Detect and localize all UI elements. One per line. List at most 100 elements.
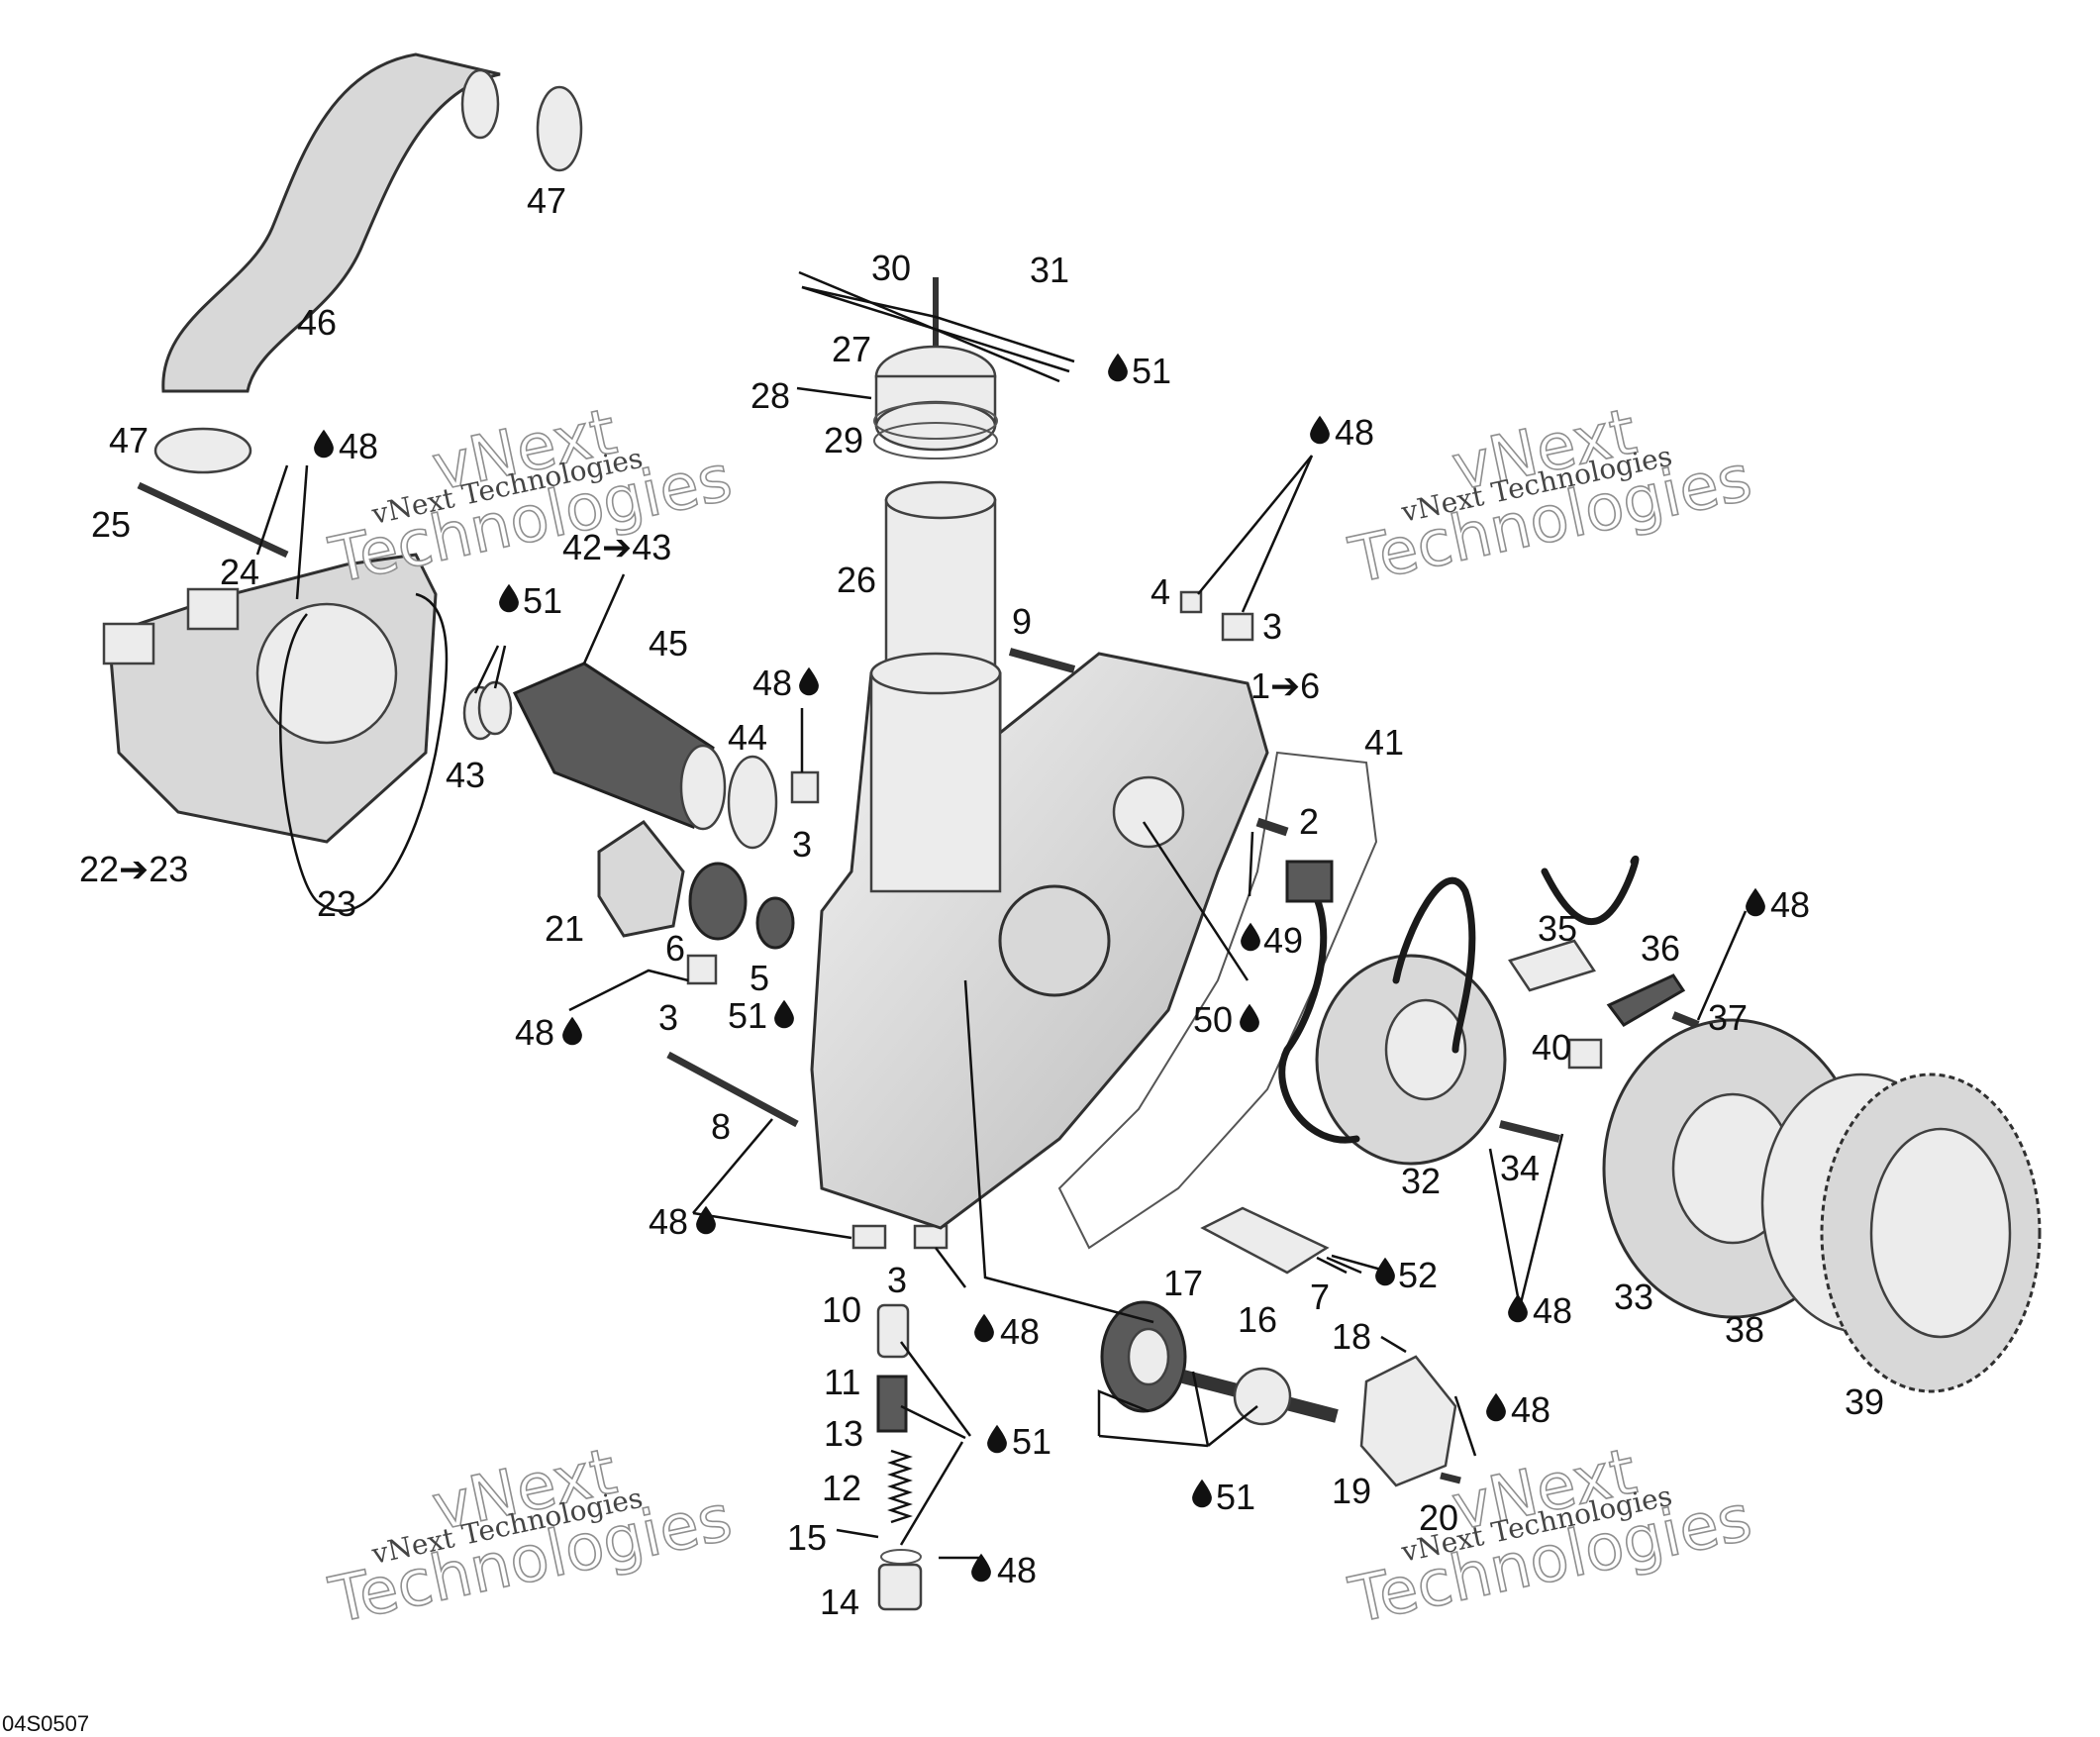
part-label: 2 (1299, 801, 1319, 842)
svg-text:48: 48 (1511, 1389, 1550, 1430)
part-label: 6 (665, 928, 685, 969)
part-label: 35 (1538, 908, 1577, 949)
part-label: 23 (317, 883, 356, 924)
drawing-code: 04S0507 (2, 1711, 89, 1736)
lubricant-callout: 48 (1310, 412, 1374, 453)
part-label: 29 (824, 420, 863, 460)
oil-drop-icon (1241, 922, 1260, 952)
lubricant-callout: 48 (314, 426, 378, 466)
pump-cover-part (255, 602, 398, 745)
svg-text:50: 50 (1193, 999, 1233, 1040)
pump-gear-part (1233, 1367, 1292, 1426)
part-label: 10 (822, 1289, 861, 1330)
o-ring-29-part (873, 422, 998, 460)
part-label: 46 (297, 302, 337, 343)
pump-inlet-part (102, 622, 155, 665)
svg-text:51: 51 (1132, 351, 1171, 391)
oil-drop-icon (696, 1205, 716, 1235)
part-label: 40 (1532, 1027, 1571, 1068)
watermark: vNext Technologies vNext Technologies (323, 1435, 739, 1639)
oil-drop-icon (1192, 1479, 1212, 1508)
oil-drop-icon (1108, 353, 1128, 382)
part-label: 33 (1614, 1277, 1653, 1317)
part-label: 47 (109, 420, 149, 460)
bolt-34-part (1499, 1120, 1560, 1143)
oil-drop-icon (987, 1424, 1007, 1454)
part-label: 13 (824, 1413, 863, 1454)
part-label: 41 (1364, 722, 1404, 763)
svg-text:51: 51 (1012, 1421, 1051, 1462)
part-label: 8 (711, 1106, 731, 1147)
lubricant-callout: 48 (974, 1311, 1040, 1352)
lubricant-callout: 48 (649, 1201, 716, 1242)
screw-20-part (1440, 1472, 1461, 1484)
part-label: 17 (1163, 1263, 1203, 1303)
svg-text:51: 51 (1216, 1477, 1255, 1517)
plug-40-part (1567, 1038, 1603, 1070)
part-label: 39 (1845, 1381, 1884, 1422)
part-label: 37 (1708, 997, 1748, 1038)
part-label: 30 (871, 248, 911, 288)
part-label: 11 (824, 1362, 860, 1402)
plug-4-part (1179, 590, 1203, 614)
o-ring-28-part (873, 402, 998, 440)
bolt-2-part (1255, 817, 1289, 837)
part-label: 42➔43 (562, 527, 671, 567)
part-label: 44 (728, 717, 767, 758)
oil-drop-icon (974, 1313, 994, 1343)
part-label: 31 (1030, 250, 1069, 290)
lubricant-callout: 48 (1486, 1389, 1550, 1430)
bushing-part (913, 1224, 949, 1250)
part-label: 16 (1238, 1299, 1277, 1340)
part-label: 3 (792, 824, 812, 865)
part-label: 9 (1012, 601, 1032, 642)
oil-drop-icon (314, 429, 334, 459)
oil-drop-icon (1310, 415, 1330, 445)
clamp-top-part (536, 85, 583, 172)
lubricant-callout: 48 (1508, 1290, 1572, 1331)
part-label: 28 (750, 375, 790, 416)
svg-text:51: 51 (523, 580, 562, 621)
lubricant-callout: 51 (1192, 1477, 1255, 1517)
svg-text:48: 48 (1770, 884, 1810, 925)
bushing-part (851, 1224, 887, 1250)
ring-43b-part (477, 680, 513, 736)
pump-cover-19-part (1359, 1355, 1457, 1487)
svg-text:48: 48 (1335, 412, 1374, 453)
bushing-part (1221, 612, 1254, 642)
gasket-7-part (1200, 1206, 1330, 1275)
hose-part (161, 52, 501, 393)
svg-text:48: 48 (752, 663, 792, 703)
lubricant-callout: 48 (515, 1012, 582, 1053)
oil-drop-icon (1486, 1392, 1506, 1422)
part-label: 47 (527, 180, 566, 221)
connector-part (1285, 860, 1334, 903)
svg-text:52: 52 (1398, 1255, 1438, 1295)
svg-text:48: 48 (515, 1012, 554, 1053)
filter-housing-part (869, 671, 1002, 893)
part-label: 24 (220, 552, 259, 592)
lubricant-callout: 51 (499, 580, 562, 621)
cover-gasket-part (1057, 751, 1378, 1250)
part-label: 21 (545, 908, 584, 949)
part-label: 27 (832, 329, 871, 369)
lubricant-callout: 51 (987, 1421, 1051, 1462)
oil-drop-icon (499, 583, 519, 613)
valve-plug-14-part (877, 1563, 923, 1611)
part-label: 3 (1262, 606, 1282, 647)
svg-text:48: 48 (339, 426, 378, 466)
impeller-part (597, 819, 685, 938)
oil-filter-part (884, 498, 997, 670)
lubricant-callout: 49 (1241, 920, 1303, 961)
part-label: 14 (820, 1582, 859, 1622)
svg-text:48: 48 (649, 1201, 688, 1242)
part-label: 5 (750, 958, 769, 998)
svg-text:48: 48 (1533, 1290, 1572, 1331)
part-label: 19 (1332, 1471, 1371, 1511)
bushing-part (686, 954, 718, 985)
bolt-9-part (1008, 648, 1076, 673)
lubricant-callout: 48 (1746, 884, 1810, 925)
seal-5-part (755, 896, 795, 950)
valve-cap-10-part (876, 1303, 910, 1359)
